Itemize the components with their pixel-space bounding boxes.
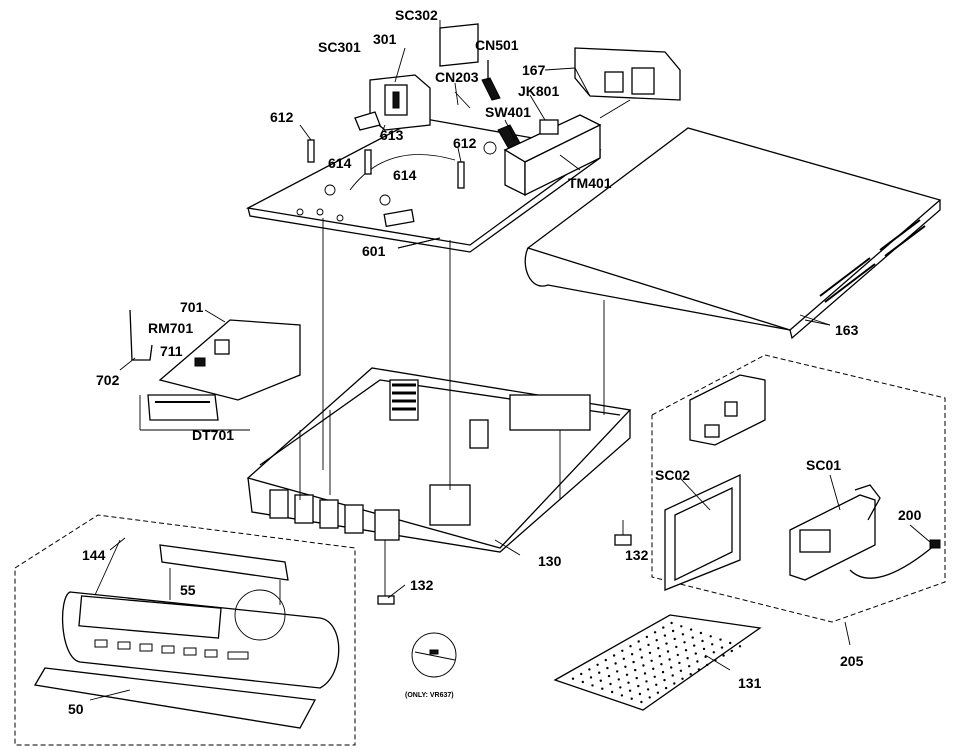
label-613: 613 <box>380 127 404 143</box>
label-144: 144 <box>82 547 106 563</box>
foot-132-b <box>614 520 632 546</box>
label-200: 200 <box>898 507 922 523</box>
rear-board-167 <box>544 47 681 119</box>
label-sc01: SC01 <box>806 457 841 473</box>
label-167: 167 <box>522 62 546 78</box>
display-board-dt701 <box>129 309 301 431</box>
tuner-tm401 <box>503 114 602 197</box>
label-sc302: SC302 <box>395 7 438 23</box>
part-labels: SC302 SC301 301 CN501 CN203 167 JK801 SW… <box>68 7 922 717</box>
label-702: 702 <box>96 372 120 388</box>
label-612-a: 612 <box>270 109 294 125</box>
label-sc301: SC301 <box>318 39 361 55</box>
foot-132-a <box>377 595 395 605</box>
assembly-guides <box>322 218 605 598</box>
label-dt701: DT701 <box>192 427 234 443</box>
label-tm401: TM401 <box>568 175 612 191</box>
label-301: 301 <box>373 31 397 47</box>
leader-lines <box>89 47 931 701</box>
label-131: 131 <box>738 675 762 691</box>
label-cn501: CN501 <box>475 37 519 53</box>
label-614-a: 614 <box>328 155 352 171</box>
label-55: 55 <box>180 582 196 598</box>
bottom-cover-131 <box>553 614 762 711</box>
label-sc02: SC02 <box>655 467 690 483</box>
front-panel-group <box>14 514 356 746</box>
label-cn203: CN203 <box>435 69 479 85</box>
label-701: 701 <box>180 299 204 315</box>
panel-sc02 <box>664 374 766 591</box>
label-only-vr637: (ONLY: VR637) <box>405 692 454 699</box>
label-612-b: 612 <box>453 135 477 151</box>
label-601: 601 <box>362 243 386 259</box>
label-132-a: 132 <box>410 577 434 593</box>
bracket-sc01 <box>789 484 941 581</box>
label-jk801: JK801 <box>518 83 559 99</box>
label-sw401: SW401 <box>485 104 531 120</box>
top-cover-163 <box>524 127 942 340</box>
label-711: 711 <box>160 343 183 359</box>
label-163: 163 <box>835 322 859 338</box>
bracket-sc301 <box>354 74 431 131</box>
board-pins <box>299 124 465 189</box>
group-205 <box>651 354 946 646</box>
plate-sc302 <box>439 20 479 67</box>
label-130: 130 <box>538 553 562 569</box>
callout-only-vr637 <box>411 632 457 678</box>
label-205: 205 <box>840 653 864 669</box>
label-rm701: RM701 <box>148 320 193 336</box>
label-614-b: 614 <box>393 167 417 183</box>
label-50: 50 <box>68 701 84 717</box>
chassis-130 <box>246 367 632 553</box>
label-132-b: 132 <box>625 547 649 563</box>
